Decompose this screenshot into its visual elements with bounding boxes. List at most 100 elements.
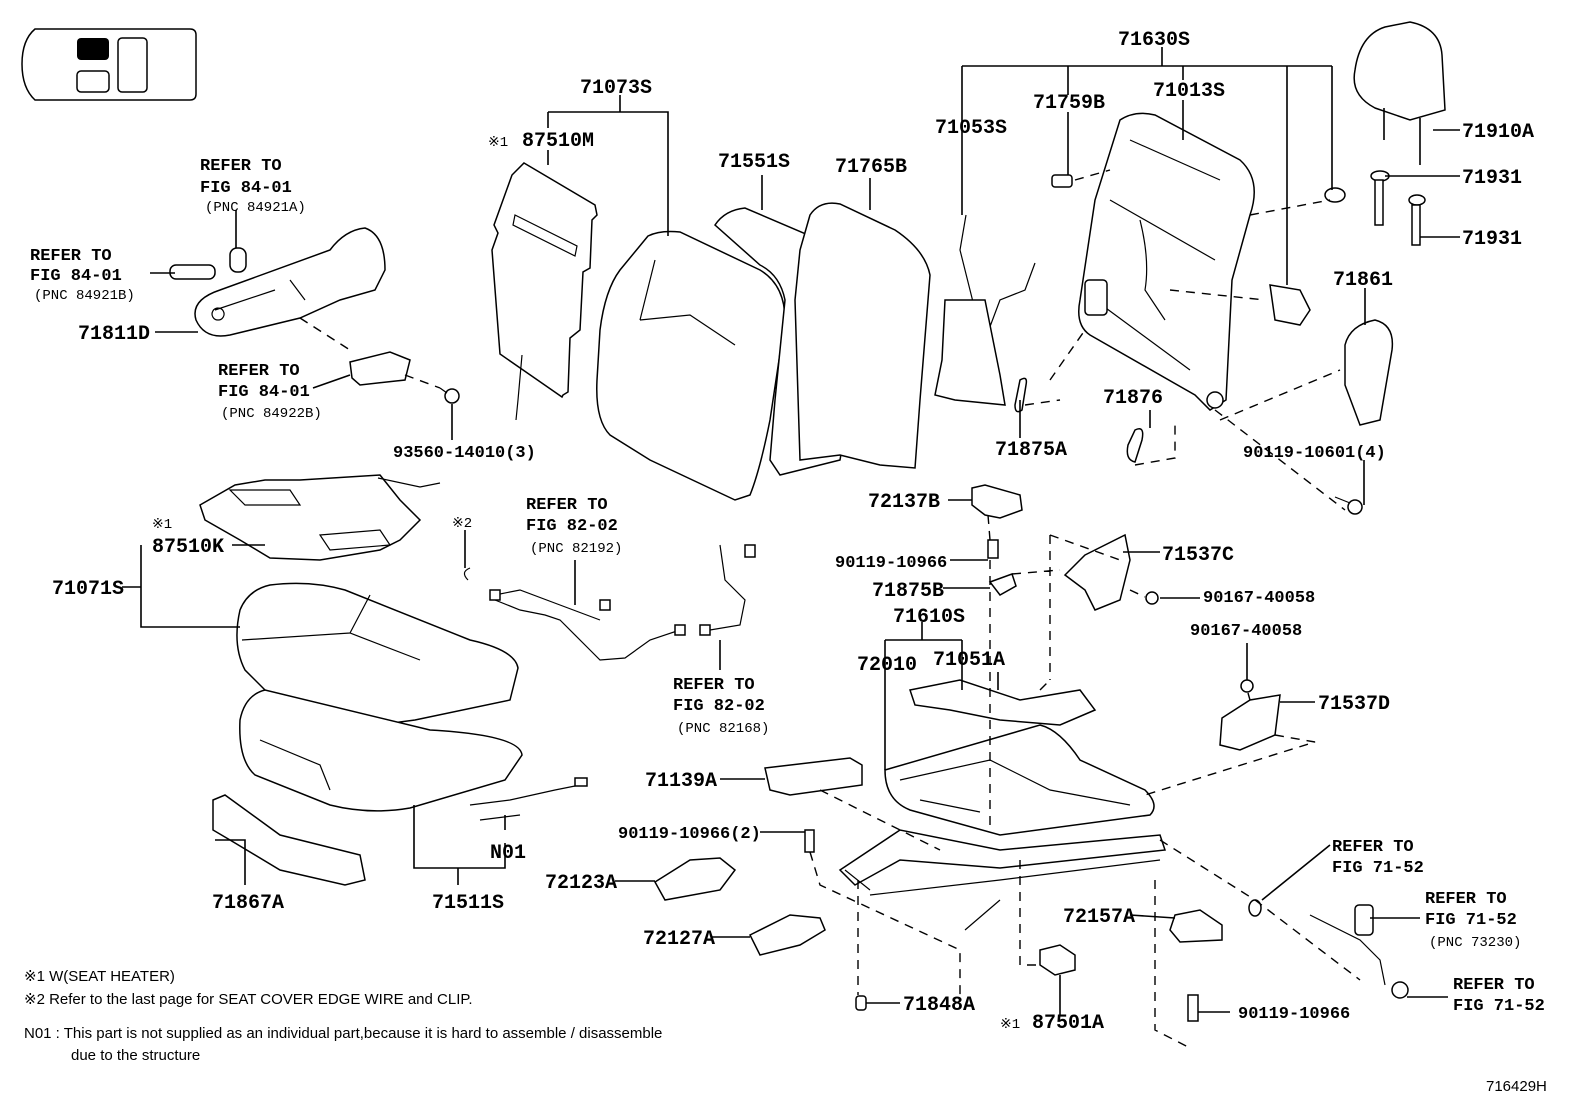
- part-71876-cover[interactable]: [1126, 428, 1144, 463]
- part-71630S-guide[interactable]: [1324, 187, 1346, 203]
- part-90119-10601-bolt[interactable]: [1334, 496, 1363, 515]
- svg-text:(PNC 84922B): (PNC 84922B): [221, 406, 322, 422]
- label-71867A: 71867A: [212, 892, 284, 915]
- label-71051A: 71051A: [933, 649, 1005, 672]
- part-71071S-cushion-cover[interactable]: [236, 582, 519, 731]
- part-72137B-cover[interactable]: [971, 484, 1023, 519]
- part-72127A-cover[interactable]: [748, 914, 826, 956]
- label-N01: N01: [490, 842, 526, 865]
- svg-text:FIG 84-01: FIG 84-01: [200, 179, 292, 198]
- part-71875B-cover[interactable]: [988, 573, 1017, 596]
- svg-text:REFER TO: REFER TO: [218, 362, 300, 381]
- svg-text:REFER TO: REFER TO: [200, 157, 282, 176]
- part-71511S-cushion-pad[interactable]: [239, 689, 523, 812]
- label-87501A: 87501A: [1032, 1012, 1104, 1035]
- part-71013S-seatback-frame[interactable]: [1078, 112, 1255, 411]
- part-84921B-badge[interactable]: [169, 264, 216, 280]
- part-71848A-pin[interactable]: [855, 995, 867, 1011]
- label-90167-40058-b: 90167-40058: [1190, 622, 1302, 641]
- label-71139A: 71139A: [645, 770, 717, 793]
- refer-82192[interactable]: REFER TO FIG 82-02 (PNC 82192): [526, 496, 622, 557]
- label-87510K-mark: ※1: [152, 517, 172, 533]
- part-71537C-cover[interactable]: [1063, 533, 1131, 611]
- label-71013S: 71013S: [1153, 80, 1225, 103]
- part-71875A-cover[interactable]: [1014, 377, 1028, 413]
- part-90167-40058-screw-a[interactable]: [1145, 591, 1159, 605]
- part-71910A-headrest[interactable]: [1353, 21, 1446, 165]
- label-87510M: 87510M: [522, 130, 594, 153]
- part-73230-seatbelt-buckle[interactable]: [1309, 904, 1386, 986]
- svg-text:FIG 71-52: FIG 71-52: [1453, 997, 1545, 1016]
- label-71053S: 71053S: [935, 117, 1007, 140]
- label-71759B: 71759B: [1033, 92, 1105, 115]
- label-mark-2: ※2: [452, 516, 472, 532]
- part-N01-wire[interactable]: [469, 777, 588, 821]
- label-93560-14010: 93560-14010(3): [393, 444, 536, 463]
- part-seat-cover-clip[interactable]: [463, 567, 471, 581]
- refer-84922B[interactable]: REFER TO FIG 84-01 (PNC 84922B): [218, 362, 322, 422]
- label-90119-10966-2: 90119-10966(2): [618, 825, 761, 844]
- label-71931-a: 71931: [1462, 167, 1522, 190]
- part-71765B-seatback-panel[interactable]: [794, 202, 931, 469]
- footnote-n01-cont: due to the structure: [71, 1047, 200, 1064]
- part-71073S-seatback-cover[interactable]: [596, 230, 786, 501]
- part-71053S-seatback-spring[interactable]: [934, 214, 1036, 406]
- refer-71-52-nut[interactable]: REFER TO FIG 71-52: [1453, 976, 1545, 1016]
- label-71848A: 71848A: [903, 994, 975, 1017]
- label-71861: 71861: [1333, 269, 1393, 292]
- figure-id: 716429H: [1486, 1078, 1547, 1095]
- svg-text:FIG 71-52: FIG 71-52: [1425, 911, 1517, 930]
- svg-text:REFER TO: REFER TO: [526, 496, 608, 515]
- svg-text:(PNC 82192): (PNC 82192): [530, 541, 622, 557]
- refer-71-52-anchor[interactable]: REFER TO FIG 71-52: [1332, 838, 1424, 878]
- part-71759B-clip[interactable]: [1051, 174, 1073, 188]
- label-90167-40058-a: 90167-40058: [1203, 589, 1315, 608]
- refer-84921A[interactable]: REFER TO FIG 84-01 (PNC 84921A): [200, 157, 306, 216]
- label-71931-b: 71931: [1462, 228, 1522, 251]
- label-71765B: 71765B: [835, 156, 907, 179]
- label-71876: 71876: [1103, 387, 1163, 410]
- part-71867A-cushion-panel[interactable]: [212, 794, 366, 886]
- label-87501A-mark: ※1: [1000, 1017, 1020, 1033]
- refer-73230[interactable]: REFER TO FIG 71-52 (PNC 73230): [1425, 890, 1521, 951]
- part-82192-wire-harness[interactable]: [489, 589, 686, 661]
- svg-text:REFER TO: REFER TO: [1453, 976, 1535, 995]
- part-72123A-cover[interactable]: [653, 857, 737, 901]
- part-seatbelt-nut[interactable]: [1391, 981, 1409, 999]
- svg-text:FIG 82-02: FIG 82-02: [673, 697, 765, 716]
- part-87510K-heater-sheet[interactable]: [199, 474, 441, 561]
- part-71931-support-a[interactable]: [1370, 170, 1390, 226]
- part-87510M-heater-sheet[interactable]: [491, 162, 598, 421]
- svg-text:REFER TO: REFER TO: [30, 247, 112, 266]
- part-71537D-cover[interactable]: [1219, 694, 1281, 751]
- part-90119-10966-bolt-bottom[interactable]: [1187, 994, 1199, 1022]
- part-87501A-sensor[interactable]: [1039, 944, 1076, 976]
- part-72010-seat-frame[interactable]: [884, 724, 1155, 836]
- part-71861-recliner-cover[interactable]: [1344, 319, 1394, 426]
- label-71630S: 71630S: [1118, 29, 1190, 52]
- label-71537D: 71537D: [1318, 693, 1390, 716]
- label-87510M-mark: ※1: [488, 135, 508, 151]
- part-71051A-seat-spring[interactable]: [909, 679, 1097, 726]
- refer-82168[interactable]: REFER TO FIG 82-02 (PNC 82168): [673, 676, 769, 737]
- svg-text:REFER TO: REFER TO: [673, 676, 755, 695]
- part-71139A-cover[interactable]: [764, 757, 863, 796]
- part-90119-10966-bolt-2[interactable]: [804, 829, 815, 853]
- part-72157A-cover[interactable]: [1169, 909, 1223, 943]
- part-84922B-switch[interactable]: [349, 351, 411, 386]
- part-71811D-shield[interactable]: [194, 227, 386, 337]
- label-71071S: 71071S: [52, 578, 124, 601]
- label-71875A: 71875A: [995, 439, 1067, 462]
- footnote-2: ※2 Refer to the last page for SEAT COVER…: [24, 991, 473, 1008]
- part-90167-40058-screw-b[interactable]: [1240, 679, 1254, 693]
- part-90119-10966-bolt-top[interactable]: [987, 539, 999, 559]
- svg-text:FIG 84-01: FIG 84-01: [30, 267, 122, 286]
- part-71931-support-b[interactable]: [1408, 194, 1426, 246]
- part-82168-wire-harness[interactable]: [699, 544, 756, 636]
- label-90119-10601: 90119-10601(4): [1243, 444, 1386, 463]
- part-71630S-connector[interactable]: [1269, 284, 1311, 326]
- label-71910A: 71910A: [1462, 121, 1534, 144]
- refer-84921B[interactable]: REFER TO FIG 84-01 (PNC 84921B): [30, 247, 135, 304]
- part-84921A-knob[interactable]: [229, 247, 247, 273]
- part-93560-screw[interactable]: [439, 387, 460, 404]
